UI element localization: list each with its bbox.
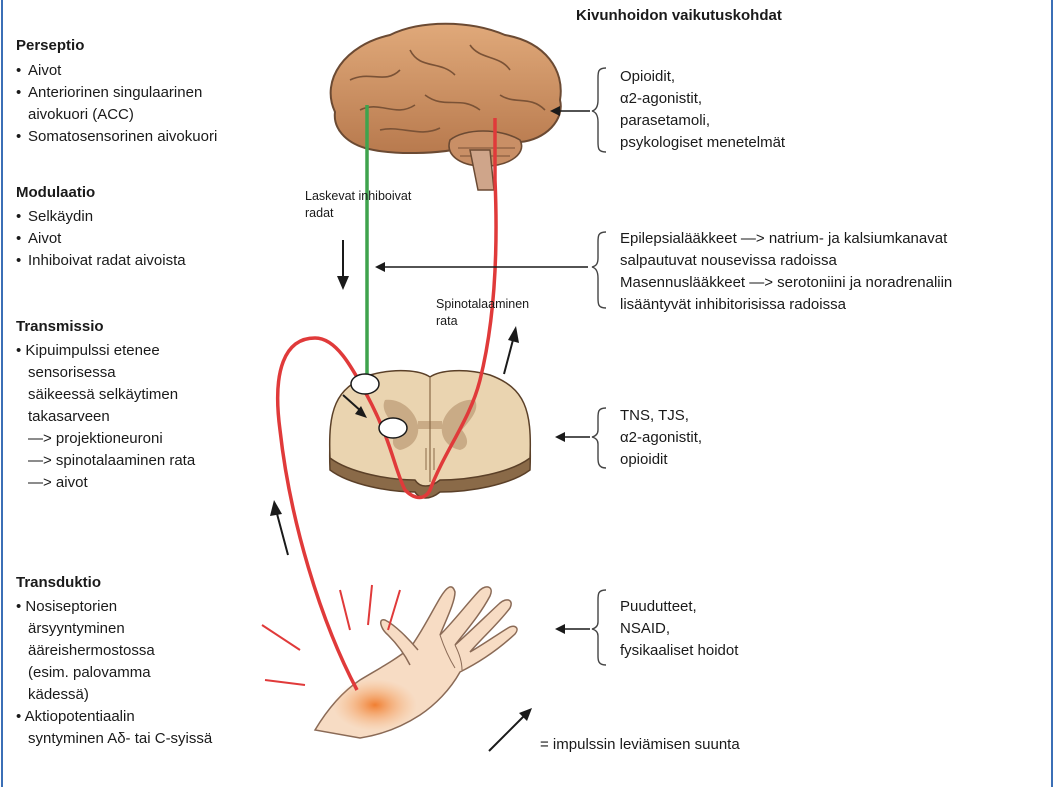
transmission-line-text: Kipuimpulssi etenee — [25, 342, 159, 359]
transduction-line: kädessä) — [16, 684, 212, 706]
perception-item: Somatosensorinen aivokuori — [16, 126, 217, 148]
synapse-oval-upper — [351, 374, 379, 394]
transduction-line-text: Nosiseptorien — [25, 598, 117, 615]
modulation-treatment-item: Epilepsialääkkeet —> natrium- ja kalsium… — [620, 228, 952, 250]
transmission-line: —> spinotalaaminen rata — [16, 450, 195, 472]
transmission-line: —> aivot — [16, 472, 195, 494]
brain-treatment-item: psykologiset menetelmät — [620, 132, 785, 154]
hand-treatment-item: fysikaaliset hoidot — [620, 640, 738, 662]
perception-item: Anteriorinen singulaarinen — [16, 82, 217, 104]
transmission-line: takasarveen — [16, 406, 195, 428]
transduction-line: (esim. palovamma — [16, 662, 212, 684]
transduction-line: ääreishermostossa — [16, 640, 212, 662]
transduction-line-text: Aktiopotentiaalin — [25, 708, 135, 725]
modulation-item: Selkäydin — [16, 206, 186, 228]
modulation-treatment-item: Masennuslääkkeet —> serotoniini ja norad… — [620, 272, 952, 294]
perception-list: Aivot Anteriorinen singulaarinen aivokuo… — [16, 60, 217, 148]
spinal-treatments: TNS, TJS, α2-agonistit, opioidit — [620, 405, 702, 471]
transmission-line: sensorisessa — [16, 362, 195, 384]
spinothalamic-label-line: Spinotalaaminen — [436, 296, 529, 313]
spinal-treatment-item: opioidit — [620, 449, 702, 471]
spinal-treatment-item: α2-agonistit, — [620, 427, 702, 449]
descending-pathway-label: Laskevat inhiboivat radat — [305, 188, 411, 222]
brain-illustration — [331, 24, 561, 190]
hand-treatment-item: NSAID, — [620, 618, 738, 640]
modulation-treatment-item: salpautuvat nousevissa radoissa — [620, 250, 952, 272]
synapse-oval-lower — [379, 418, 407, 438]
brain-treatments: Opioidit, α2-agonistit, parasetamoli, ps… — [620, 66, 785, 154]
modulation-treatments: Epilepsialääkkeet —> natrium- ja kalsium… — [620, 228, 952, 316]
transduction-line: syntyminen Aδ- tai C-syissä — [16, 728, 212, 750]
transduction-line: ärsyyntyminen — [16, 618, 212, 640]
diagram-title: Kivunhoidon vaikutuskohdat — [576, 7, 782, 24]
brain-treatment-item: parasetamoli, — [620, 110, 785, 132]
brain-treatment-item: α2-agonistit, — [620, 88, 785, 110]
modulation-list: Selkäydin Aivot Inhiboivat radat aivoist… — [16, 206, 186, 272]
perception-item-text: aivokuori (ACC) — [28, 106, 134, 123]
perception-heading: Perseptio — [16, 37, 84, 54]
spinal-treatment-item: TNS, TJS, — [620, 405, 702, 427]
curly-braces — [592, 68, 606, 665]
modulation-item: Inhiboivat radat aivoista — [16, 250, 186, 272]
modulation-heading: Modulaatio — [16, 184, 95, 201]
transmission-text: • Kipuimpulssi etenee sensorisessa säike… — [16, 340, 195, 494]
spinothalamic-pathway-label: Spinotalaaminen rata — [436, 296, 529, 330]
transduction-heading: Transduktio — [16, 574, 101, 591]
transmission-heading: Transmissio — [16, 318, 104, 335]
descending-label-line: radat — [305, 205, 411, 222]
legend-text: = impulssin leviämisen suunta — [540, 734, 740, 755]
transmission-line: säikeessä selkäytimen — [16, 384, 195, 406]
descending-label-line: Laskevat inhiboivat — [305, 188, 411, 205]
burn-area — [333, 679, 417, 731]
hand-treatment-item: Puudutteet, — [620, 596, 738, 618]
hand-treatments: Puudutteet, NSAID, fysikaaliset hoidot — [620, 596, 738, 662]
perception-item-continuation: aivokuori (ACC) — [16, 104, 217, 126]
modulation-item: Aivot — [16, 228, 186, 250]
transduction-line: • Nosiseptorien — [16, 596, 212, 618]
spinothalamic-label-line: rata — [436, 313, 529, 330]
transmission-line: —> projektioneuroni — [16, 428, 195, 450]
brain-treatment-item: Opioidit, — [620, 66, 785, 88]
transduction-line: • Aktiopotentiaalin — [16, 706, 212, 728]
hand-illustration — [262, 585, 517, 738]
transmission-line: • Kipuimpulssi etenee — [16, 340, 195, 362]
modulation-treatment-item: lisääntyvät inhibitorisissa radoissa — [620, 294, 952, 316]
perception-item: Aivot — [16, 60, 217, 82]
transduction-text: • Nosiseptorien ärsyyntyminen ääreisherm… — [16, 596, 212, 750]
